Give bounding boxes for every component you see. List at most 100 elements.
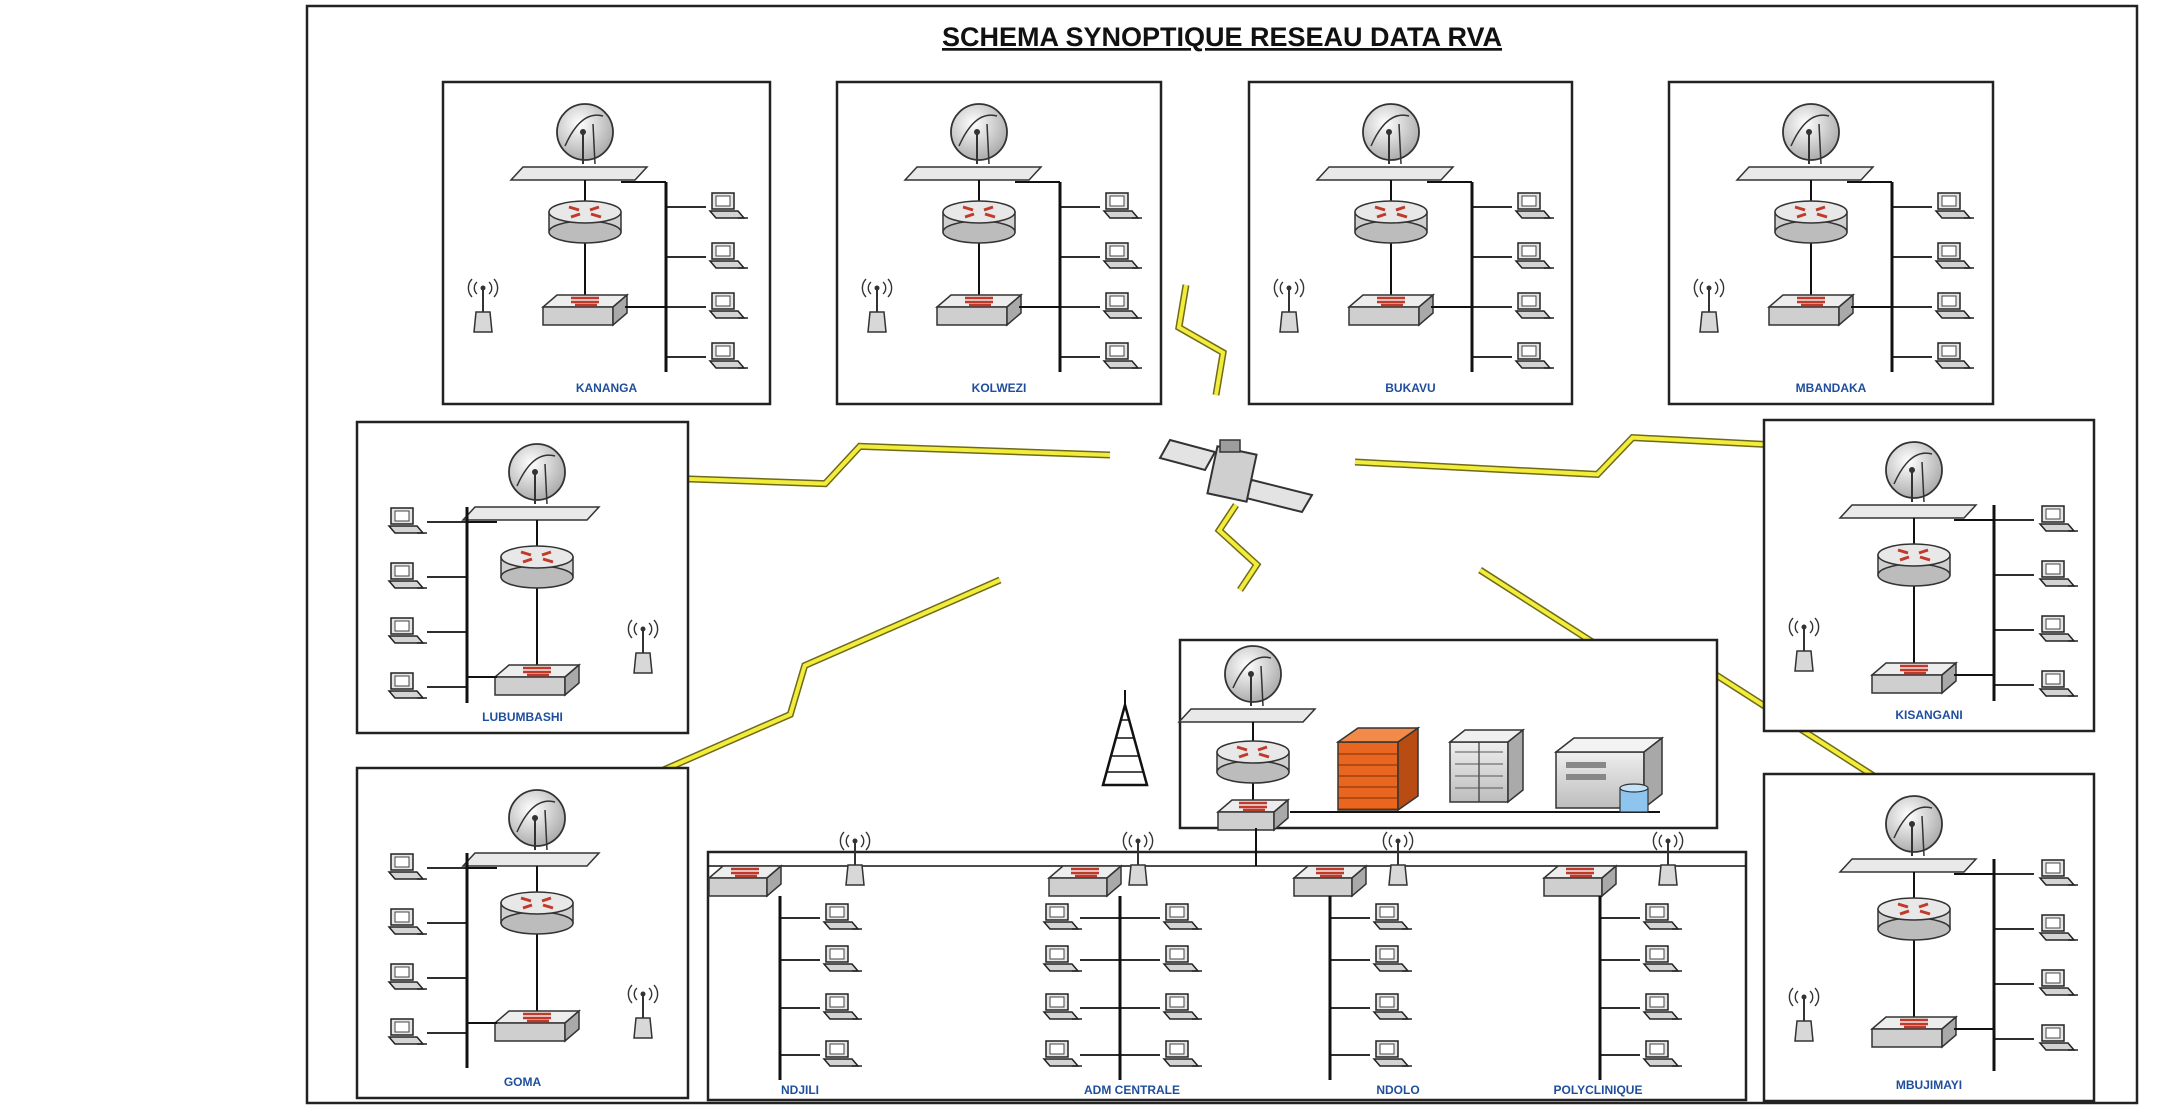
site-bukavu: BUKAVU — [1247, 80, 1574, 406]
computer-icon — [1372, 1040, 1412, 1067]
site-label: MBANDAKA — [1796, 381, 1867, 395]
kinshasa-campus: NDJILI ADM CENTRALE NDOLO POLYCLINIQUE — [706, 638, 1748, 1102]
site-kananga: KANANGA — [441, 80, 772, 406]
computer-icon — [1934, 342, 1974, 369]
computer-icon — [2038, 560, 2078, 587]
computer-icon — [708, 342, 748, 369]
computer-icon — [387, 617, 427, 644]
computer-icon — [387, 908, 427, 935]
lightning-link-icon — [1354, 434, 1876, 478]
computer-icon — [1102, 192, 1142, 219]
hq-datacenter — [1177, 638, 1719, 832]
site-label: LUBUMBASHI — [482, 710, 563, 724]
site-kolwezi: KOLWEZI — [835, 80, 1163, 406]
campus-adm-centrale: ADM CENTRALE — [1042, 831, 1202, 1097]
computer-icon — [822, 1040, 862, 1067]
router-icon — [548, 200, 622, 244]
router-icon — [1774, 200, 1848, 244]
radio-tower-icon — [1101, 690, 1149, 787]
computer-icon — [822, 903, 862, 930]
computer-icon — [1934, 292, 1974, 319]
satellite-dish-icon — [461, 789, 601, 867]
computer-icon — [2038, 969, 2078, 996]
site-kisangani: KISANGANI — [1762, 418, 2096, 733]
site-mbandaka: MBANDAKA — [1667, 80, 1995, 406]
switch-icon — [1869, 661, 1959, 695]
computer-icon — [1642, 903, 1682, 930]
computer-icon — [1372, 903, 1412, 930]
computer-icon — [2038, 505, 2078, 532]
router-icon — [1216, 740, 1290, 784]
router-icon — [1877, 543, 1951, 587]
satellite-dish-icon — [509, 103, 649, 181]
wifi-antenna-icon — [1273, 278, 1305, 333]
campus-ndolo: NDOLO — [1291, 831, 1420, 1097]
computer-icon — [708, 242, 748, 269]
router-icon — [1354, 200, 1428, 244]
computer-icon — [1162, 903, 1202, 930]
wireless-links — [574, 284, 1882, 804]
computer-icon — [1514, 242, 1554, 269]
computer-icon — [387, 562, 427, 589]
switch-icon — [934, 293, 1024, 327]
computer-icon — [1162, 993, 1202, 1020]
router-icon — [942, 200, 1016, 244]
site-label: NDJILI — [781, 1083, 819, 1097]
switch-icon — [492, 1009, 582, 1043]
satellite-dish-icon — [1735, 103, 1875, 181]
wifi-antenna-icon — [627, 619, 659, 674]
computer-icon — [1102, 292, 1142, 319]
computer-icon — [2038, 1024, 2078, 1051]
computer-icon — [1162, 1040, 1202, 1067]
computer-icon — [2038, 914, 2078, 941]
site-label: BUKAVU — [1385, 381, 1435, 395]
switch-icon — [540, 293, 630, 327]
computer-icon — [387, 507, 427, 534]
satellite-dish-icon — [1838, 441, 1978, 519]
wifi-antenna-icon — [1693, 278, 1725, 333]
switch-icon — [492, 663, 582, 697]
campus-polyclinique: POLYCLINIQUE — [1541, 831, 1684, 1097]
computer-icon — [1042, 1040, 1082, 1067]
computer-icon — [1514, 192, 1554, 219]
wifi-antenna-icon — [1788, 617, 1820, 672]
switch-icon — [1541, 864, 1619, 898]
computer-icon — [1372, 993, 1412, 1020]
computer-icon — [387, 853, 427, 880]
satellite-dish-icon — [903, 103, 1043, 181]
computer-icon — [2038, 615, 2078, 642]
computer-icon — [1514, 292, 1554, 319]
firewall-icon — [1335, 726, 1421, 812]
site-label: NDOLO — [1376, 1083, 1419, 1097]
computer-icon — [387, 1018, 427, 1045]
computer-icon — [1642, 1040, 1682, 1067]
computer-icon — [822, 993, 862, 1020]
satellite-dish-icon — [461, 443, 601, 521]
site-label: KANANGA — [576, 381, 638, 395]
computer-icon — [1642, 993, 1682, 1020]
switch-icon — [1766, 293, 1856, 327]
computer-icon — [1514, 342, 1554, 369]
computer-icon — [822, 945, 862, 972]
diagram-title: SCHEMA SYNOPTIQUE RESEAU DATA RVA — [942, 22, 1502, 52]
database-server-icon — [1553, 736, 1665, 813]
satellite-dish-icon — [1315, 103, 1455, 181]
computer-icon — [1934, 242, 1974, 269]
computer-icon — [1042, 945, 1082, 972]
lightning-link-icon — [593, 576, 1002, 804]
site-label: POLYCLINIQUE — [1554, 1083, 1643, 1097]
site-label: KOLWEZI — [972, 381, 1027, 395]
lightning-link-icon — [574, 442, 1111, 488]
computer-icon — [1372, 945, 1412, 972]
computer-icon — [387, 963, 427, 990]
computer-icon — [708, 292, 748, 319]
computer-icon — [1042, 903, 1082, 930]
router-icon — [500, 891, 574, 935]
computer-icon — [1162, 945, 1202, 972]
switch-icon — [1869, 1015, 1959, 1049]
site-label: ADM CENTRALE — [1084, 1083, 1180, 1097]
wifi-antenna-icon — [861, 278, 893, 333]
